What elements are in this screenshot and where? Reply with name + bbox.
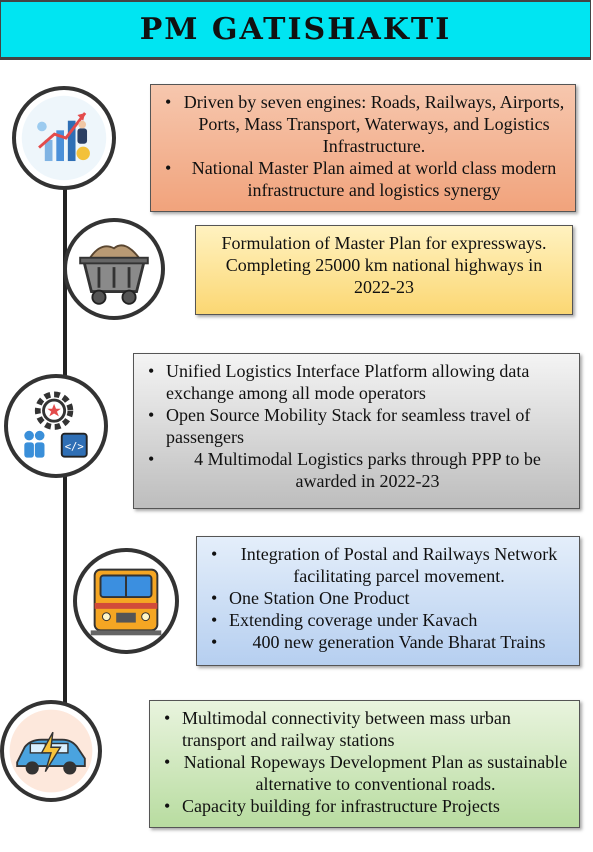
- section-2-text: Formulation of Master Plan for expresswa…: [221, 233, 547, 297]
- growth-chart-icon: [12, 86, 116, 190]
- section-4-bullet: Extending coverage under Kavach: [211, 609, 569, 631]
- electric-car-icon: [0, 700, 102, 802]
- svg-text:</>: </>: [65, 441, 84, 453]
- section-3-box: Unified Logistics Interface Platform all…: [133, 353, 580, 509]
- title-banner: PM GATISHAKTI: [0, 0, 591, 60]
- section-1-bullet: National Master Plan aimed at world clas…: [165, 157, 565, 201]
- section-2-box: Formulation of Master Plan for expresswa…: [195, 225, 573, 315]
- section-3-bullet: Open Source Mobility Stack for seamless …: [148, 404, 569, 448]
- section-5-bullet: Capacity building for infrastructure Pro…: [164, 795, 569, 817]
- gear-people-code-icon: </>: [4, 374, 108, 478]
- section-5-box: Multimodal connectivity between mass urb…: [149, 700, 580, 828]
- mining-cart-icon: [63, 218, 165, 320]
- section-4-box: Integration of Postal and Railways Netwo…: [196, 536, 580, 666]
- section-3-bullet: Unified Logistics Interface Platform all…: [148, 360, 569, 404]
- section-5-bullet: Multimodal connectivity between mass urb…: [164, 707, 569, 751]
- section-1-bullet: Driven by seven engines: Roads, Railways…: [165, 91, 565, 157]
- train-icon: [73, 548, 179, 654]
- section-1-box: Driven by seven engines: Roads, Railways…: [150, 84, 576, 212]
- section-3-bullet: 4 Multimodal Logistics parks through PPP…: [148, 448, 569, 492]
- page-title: PM GATISHAKTI: [139, 12, 452, 47]
- section-5-bullet: National Ropeways Development Plan as su…: [164, 751, 569, 795]
- section-4-bullet: Integration of Postal and Railways Netwo…: [211, 543, 569, 587]
- section-4-bullet: 400 new generation Vande Bharat Trains: [211, 631, 569, 653]
- section-4-bullet: One Station One Product: [211, 587, 569, 609]
